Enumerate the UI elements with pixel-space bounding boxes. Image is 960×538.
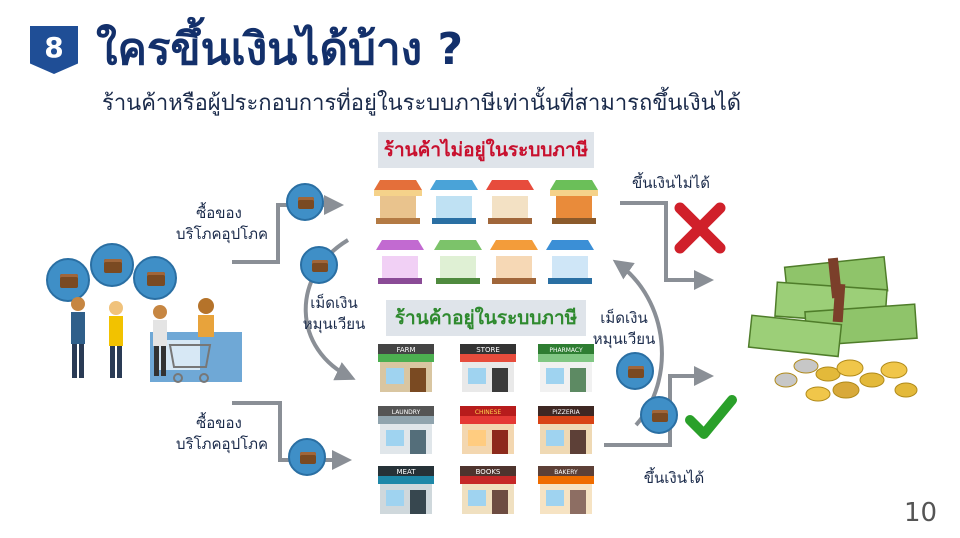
wallet-coin-icon: [288, 438, 326, 476]
label-cannot-cash: ขึ้นเงินไม่ได้: [632, 174, 710, 192]
market-stall-icon: [434, 240, 482, 284]
shop-books-icon: BOOKS: [458, 466, 520, 518]
market-stall-icon: [550, 180, 598, 224]
shop-pharmacy-sign: PHARMACY: [549, 347, 583, 354]
category-in-tax-system: ร้านค้าอยู่ในระบบภาษี: [386, 300, 586, 336]
shop-store-icon: STORE: [458, 344, 520, 396]
shop-farm-sign: FARM: [396, 346, 415, 354]
label-circulation-left: เม็ดเงิน หมุนเวียน: [296, 293, 372, 335]
market-stall-icon: [486, 180, 534, 224]
section-number-badge: 8: [30, 26, 78, 74]
wallet-coin-icon: [300, 246, 338, 284]
money-pile-icon: [747, 256, 918, 402]
shop-books-sign: BOOKS: [476, 468, 501, 476]
shop-pizzeria-sign: PIZZERIA: [552, 409, 580, 416]
label-buy-top: ซื้อของ บริโภคอุปโภค: [176, 203, 269, 245]
arrow-to-cannot-cash: [620, 201, 714, 290]
label-buy-bottom: ซื้อของ บริโภคอุปโภค: [176, 413, 269, 455]
label-circulation-left-line2: หมุนเวียน: [302, 315, 366, 333]
label-circulation-right-line1: เม็ดเงิน: [600, 309, 648, 327]
label-circulation-right-line2: หมุนเวียน: [592, 330, 656, 348]
shop-laundry-sign: LAUNDRY: [392, 409, 421, 416]
label-buy-top-line1: ซื้อของ: [196, 204, 242, 222]
market-stall-icon: [546, 240, 594, 284]
shop-chinese-sign: CHINESE: [475, 409, 502, 416]
wallet-coin-icon: [90, 243, 134, 287]
page-number: 10: [904, 498, 938, 528]
market-stall-icon: [490, 240, 538, 284]
label-circulation-left-line1: เม็ดเงิน: [310, 294, 358, 312]
label-can-cash: ขึ้นเงินได้: [643, 469, 705, 487]
shop-pizzeria-icon: PIZZERIA: [536, 406, 598, 458]
wallet-coin-icon: [286, 183, 324, 221]
page-subtitle: ร้านค้าหรือผู้ประกอบการที่อยู่ในระบบภาษี…: [102, 91, 742, 116]
market-stall-icon: [376, 240, 424, 284]
shop-meat-sign: MEAT: [397, 468, 417, 476]
market-stall-icon: [430, 180, 478, 224]
shop-meat-icon: MEAT: [376, 466, 438, 518]
cross-icon: [674, 202, 726, 254]
shop-bakery-icon: BAKERY: [536, 466, 598, 518]
shop-farm-icon: FARM: [376, 344, 438, 396]
shop-bakery-sign: BAKERY: [554, 469, 578, 476]
wallet-coin-icon: [640, 396, 678, 434]
page-title: ใครขึ้นเงินได้บ้าง ?: [96, 24, 463, 75]
check-icon: [685, 395, 737, 439]
label-buy-top-line2: บริโภคอุปโภค: [176, 225, 269, 243]
market-stall-icon: [374, 180, 422, 224]
label-circulation-right: เม็ดเงิน หมุนเวียน: [586, 308, 662, 350]
shop-chinese-icon: CHINESE: [458, 406, 520, 458]
shoppers-illustration-icon: [71, 297, 242, 383]
label-buy-bottom-line2: บริโภคอุปโภค: [176, 435, 269, 453]
shop-pharmacy-icon: PHARMACY: [536, 344, 598, 396]
wallet-coin-icon: [133, 256, 177, 300]
shop-laundry-icon: LAUNDRY: [376, 406, 438, 458]
wallet-coin-icon: [46, 258, 90, 302]
category-not-in-tax-system: ร้านค้าไม่อยู่ในระบบภาษี: [378, 132, 594, 168]
wallet-coin-icon: [616, 352, 654, 390]
shop-store-sign: STORE: [476, 346, 500, 354]
label-buy-bottom-line1: ซื้อของ: [196, 414, 242, 432]
